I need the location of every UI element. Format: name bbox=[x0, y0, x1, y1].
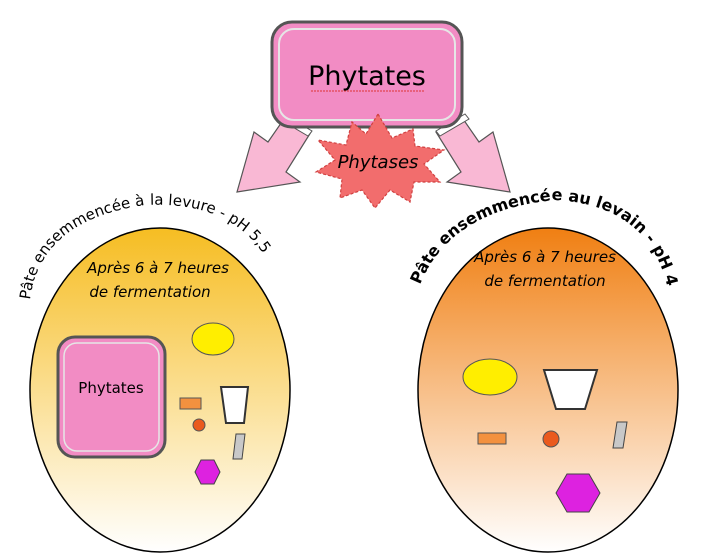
phytases-starburst bbox=[314, 112, 446, 209]
yeast-time-line2: de fermentation bbox=[89, 283, 210, 301]
sourdough-orange-rect bbox=[477, 432, 507, 445]
yeast-magenta-hexagon bbox=[194, 459, 221, 485]
yeast-orange-rect bbox=[179, 397, 202, 410]
top-phytates-box bbox=[270, 20, 464, 129]
yeast-time-line1: Après 6 à 7 heures bbox=[86, 259, 229, 277]
yeast-yellow-oval bbox=[191, 322, 235, 356]
sourdough-time-line1: Après 6 à 7 heures bbox=[473, 248, 616, 266]
yeast-gray-bar bbox=[232, 433, 246, 460]
sourdough-oval bbox=[417, 227, 679, 553]
yeast-trapezoid bbox=[219, 386, 250, 424]
sourdough-orange-circle bbox=[542, 430, 560, 448]
phytases-label: Phytases bbox=[338, 152, 419, 173]
sourdough-trapezoid bbox=[542, 369, 599, 410]
sourdough-time-line2: de fermentation bbox=[484, 272, 605, 290]
top-phytates-label: Phytates bbox=[308, 61, 426, 92]
sourdough-magenta-hexagon bbox=[555, 473, 601, 513]
sourdough-gray-bar bbox=[612, 421, 628, 449]
yeast-phytates-label: Phytates bbox=[78, 379, 144, 397]
sourdough-yellow-oval bbox=[462, 358, 518, 396]
yeast-phytates-box bbox=[56, 335, 167, 459]
yeast-orange-circle bbox=[192, 418, 206, 432]
